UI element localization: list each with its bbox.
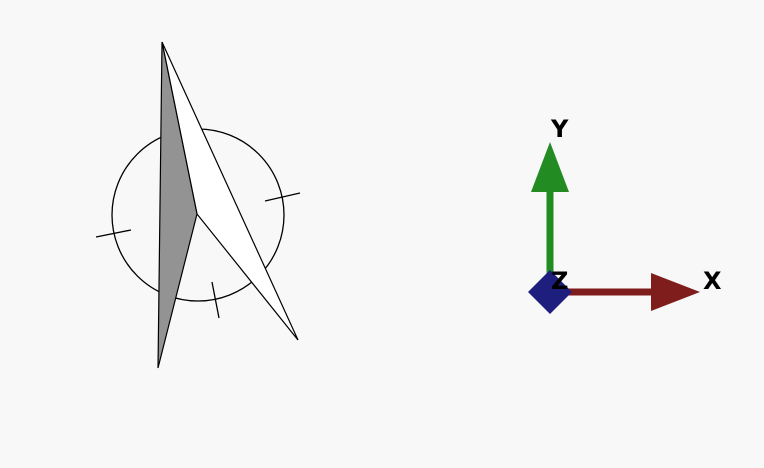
x-axis-arrowhead-icon bbox=[651, 273, 700, 311]
z-axis-diamond-icon bbox=[528, 270, 572, 314]
z-axis-label: Z bbox=[551, 267, 568, 295]
y-axis-arrowhead-icon bbox=[531, 142, 569, 192]
axes-triad: Y X Z bbox=[528, 115, 722, 314]
x-axis-label: X bbox=[703, 267, 722, 295]
compass-tick-east bbox=[264, 192, 301, 202]
compass-tick-south bbox=[211, 281, 220, 319]
compass-tick-west bbox=[95, 229, 132, 238]
y-axis-label: Y bbox=[550, 115, 569, 143]
compass-needle-shaded bbox=[157, 41, 198, 369]
north-arrow-compass-icon[interactable] bbox=[95, 41, 301, 369]
